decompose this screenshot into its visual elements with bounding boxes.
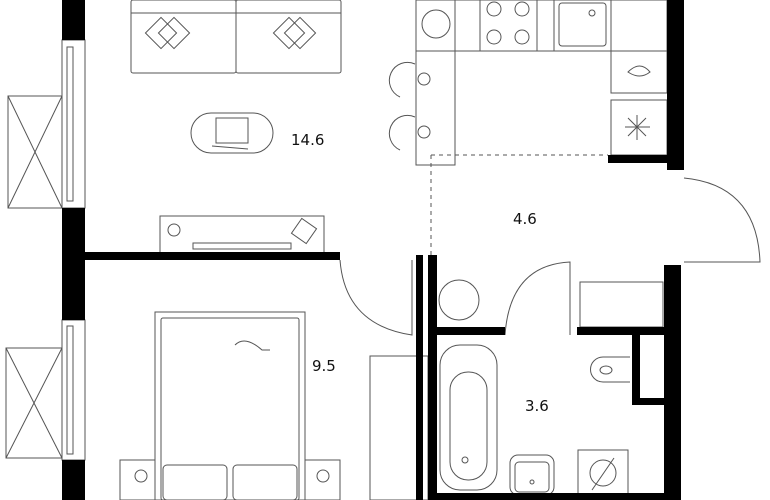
window-living	[61, 39, 86, 209]
toilet	[590, 356, 630, 383]
room-area-hallway: 4.6	[513, 210, 537, 228]
bathtub	[439, 344, 498, 491]
sofa	[130, 0, 342, 74]
sink	[509, 454, 555, 496]
bed	[119, 311, 341, 500]
bar-stools	[388, 61, 431, 151]
desk	[159, 215, 325, 255]
entrance-door	[683, 177, 761, 263]
zone-divider	[430, 154, 608, 260]
water-heater	[577, 449, 629, 500]
balcony-lower	[5, 347, 63, 459]
balcony-upper	[7, 95, 63, 209]
hall-cabinet	[579, 281, 664, 328]
bathroom-door	[504, 261, 571, 336]
kitchen-counter	[415, 0, 668, 166]
window-bedroom	[61, 319, 86, 461]
room-area-bedroom: 9.5	[312, 357, 336, 375]
washing-machine	[438, 279, 480, 321]
coffee-table	[190, 112, 274, 154]
walls	[62, 0, 684, 500]
room-area-living: 14.6	[291, 131, 325, 149]
room-area-bathroom: 3.6	[525, 397, 549, 415]
bedroom-door	[339, 259, 413, 336]
